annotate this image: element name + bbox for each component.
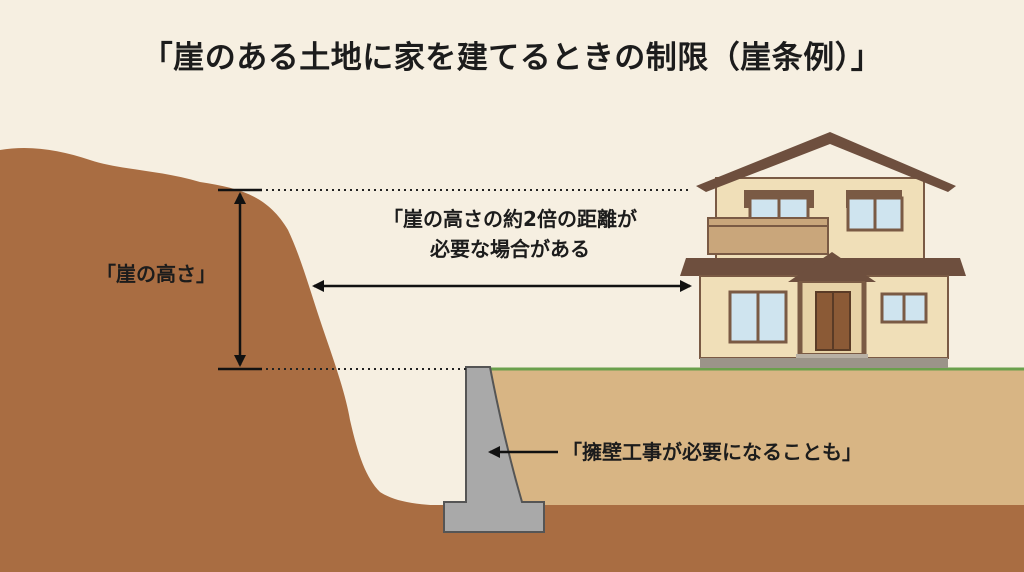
retaining-wall-label: 「擁壁工事が必要になることも」 (562, 440, 862, 464)
house-icon (680, 132, 966, 368)
distance-label-line1: 「崖の高さの約2倍の距離が (383, 207, 637, 231)
distance-label: 「崖の高さの約2倍の距離が 必要な場合がある (300, 204, 720, 264)
cliff-height-label: 「崖の高さ」 (96, 262, 216, 286)
distance-label-line2: 必要な場合がある (430, 237, 590, 261)
cliff (0, 148, 460, 572)
page-title: 「崖のある土地に家を建てるときの制限（崖条例）」 (141, 40, 883, 76)
